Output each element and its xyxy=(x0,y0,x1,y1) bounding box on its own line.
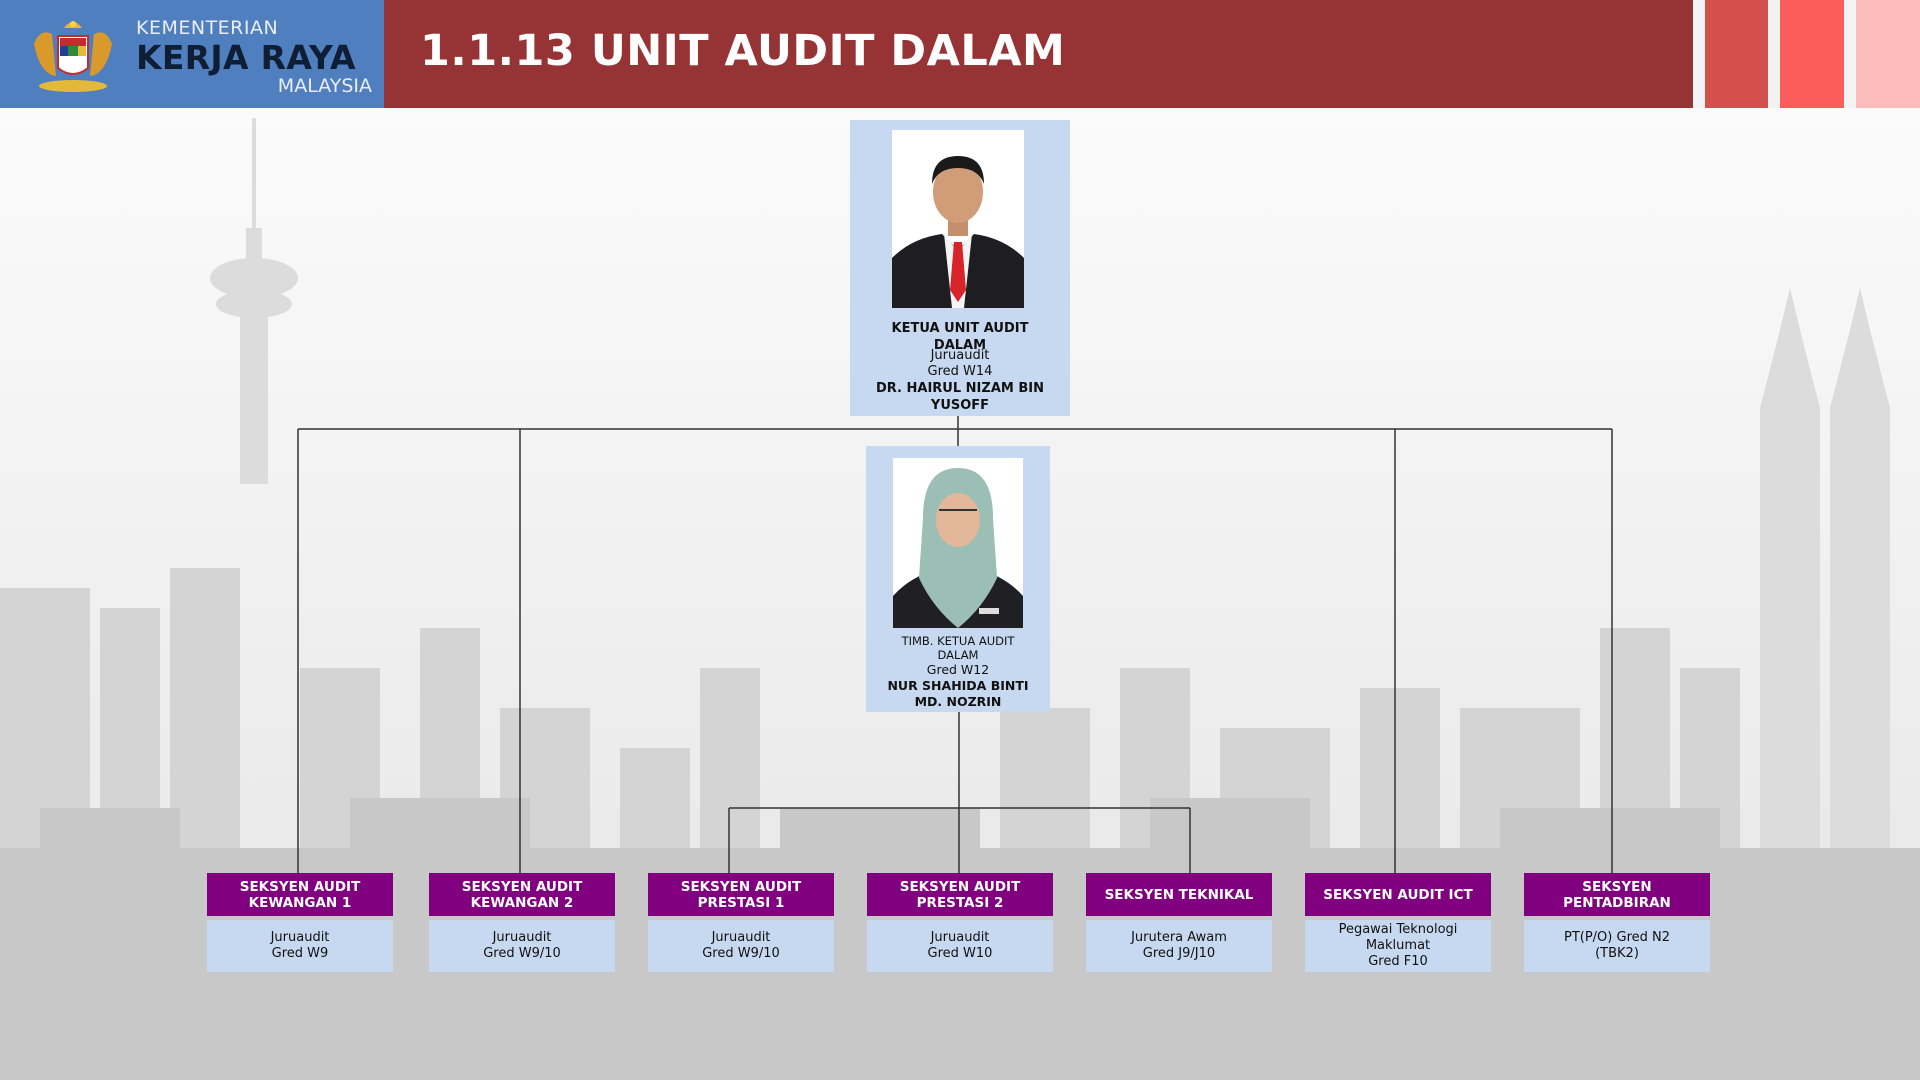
head-officer-position: Juruaudit xyxy=(930,348,990,363)
section-grade: Gred W9/10 xyxy=(483,946,561,961)
deputy-officer-name: NUR SHAHIDA BINTI MD. NOZRIN xyxy=(887,678,1029,709)
section-position: Jurutera Awam xyxy=(1131,930,1227,945)
page-title: 1.1.13 UNIT AUDIT DALAM xyxy=(420,26,1066,76)
section-title: SEKSYEN AUDIT KEWANGAN 2 xyxy=(429,873,615,916)
deputy-officer-grade: Gred W12 xyxy=(926,662,990,677)
section-audit-prestasi-1: SEKSYEN AUDIT PRESTASI 1 Juruaudit Gred … xyxy=(648,873,834,972)
head-officer-grade: Gred W14 xyxy=(927,364,993,379)
title-bar xyxy=(384,0,1693,108)
section-grade: Gred W9 xyxy=(271,946,329,961)
section-audit-kewangan-1: SEKSYEN AUDIT KEWANGAN 1 Juruaudit Gred … xyxy=(207,873,393,972)
section-grade: Gred F10 xyxy=(1368,954,1428,969)
section-position: Juruaudit xyxy=(492,930,552,945)
section-position: Juruaudit xyxy=(930,930,990,945)
section-title: SEKSYEN AUDIT PRESTASI 2 xyxy=(867,873,1053,916)
section-position: Juruaudit xyxy=(711,930,771,945)
section-grade: Gred W9/10 xyxy=(702,946,780,961)
section-title: SEKSYEN AUDIT ICT xyxy=(1305,873,1491,916)
page-header: KEMENTERIAN KERJA RAYA MALAYSIA 1.1.13 U… xyxy=(0,0,1920,108)
head-officer-role: KETUA UNIT AUDIT DALAM xyxy=(891,321,1029,353)
section-title: SEKSYEN AUDIT KEWANGAN 1 xyxy=(207,873,393,916)
section-title: SEKSYEN PENTADBIRAN xyxy=(1524,873,1710,916)
person-portrait-icon xyxy=(892,130,1024,308)
head-officer-card: KETUA UNIT AUDIT DALAM Juruaudit Gred W1… xyxy=(850,120,1070,416)
section-grade: Gred W10 xyxy=(927,946,993,961)
section-position: Pegawai Teknologi Maklumat xyxy=(1338,922,1458,953)
section-title: SEKSYEN AUDIT PRESTASI 1 xyxy=(648,873,834,916)
section-audit-ict: SEKSYEN AUDIT ICT Pegawai Teknologi Makl… xyxy=(1305,873,1491,972)
ministry-logo-block: KEMENTERIAN KERJA RAYA MALAYSIA xyxy=(0,0,384,108)
ministry-label-line3: MALAYSIA xyxy=(277,75,372,97)
deputy-officer-card: TIMB. KETUA AUDIT DALAM Gred W12 NUR SHA… xyxy=(866,446,1050,712)
coat-of-arms-icon xyxy=(34,21,112,92)
section-title: SEKSYEN TEKNIKAL xyxy=(1086,873,1272,916)
section-audit-prestasi-2: SEKSYEN AUDIT PRESTASI 2 Juruaudit Gred … xyxy=(867,873,1053,972)
section-grade: Gred J9/J10 xyxy=(1142,946,1216,961)
deputy-officer-role: TIMB. KETUA AUDIT DALAM xyxy=(901,634,1015,662)
section-position: PT(P/O) Gred N2 xyxy=(1563,930,1671,945)
ministry-label-line2: KERJA RAYA xyxy=(136,38,356,77)
section-pentadbiran: SEKSYEN PENTADBIRAN PT(P/O) Gred N2 (TBK… xyxy=(1524,873,1710,972)
section-position: Juruaudit xyxy=(270,930,330,945)
decor-stripe-3 xyxy=(1856,0,1920,108)
section-audit-kewangan-2: SEKSYEN AUDIT KEWANGAN 2 Juruaudit Gred … xyxy=(429,873,615,972)
head-officer-name: DR. HAIRUL NIZAM BIN YUSOFF xyxy=(876,381,1044,413)
section-teknikal: SEKSYEN TEKNIKAL Jurutera Awam Gred J9/J… xyxy=(1086,873,1272,972)
person-portrait-icon xyxy=(893,458,1023,628)
decor-stripe-1 xyxy=(1705,0,1768,108)
ministry-label-line1: KEMENTERIAN xyxy=(136,17,279,39)
deputy-officer-photo xyxy=(893,458,1023,628)
decor-stripe-2 xyxy=(1780,0,1844,108)
section-grade: (TBK2) xyxy=(1595,946,1639,961)
head-officer-photo xyxy=(892,130,1024,308)
